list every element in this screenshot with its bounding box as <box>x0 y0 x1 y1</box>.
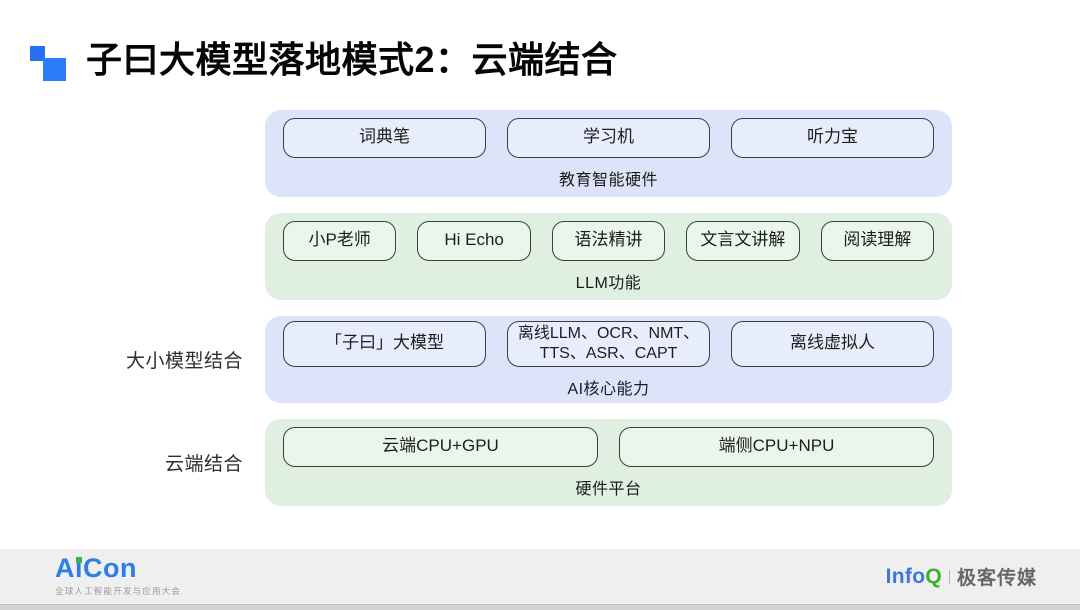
title-marker-icon <box>28 44 70 86</box>
pill-text: Hi Echo <box>444 230 504 250</box>
pill: Hi Echo <box>417 220 531 261</box>
pill-text: 词典笔 <box>359 127 410 147</box>
pill-text: 听力宝 <box>807 127 858 147</box>
infoq-media-name: 极客传媒 <box>956 568 1037 589</box>
pill: 「子曰」大模型 <box>283 320 486 367</box>
aicon-conference-name: 全球人工智能开发与应用大会 <box>55 586 182 596</box>
pill-text: 离线虚拟人 <box>790 333 875 353</box>
pill: 听力宝 <box>731 117 934 158</box>
pill-text: 语法精讲 <box>574 230 643 250</box>
side-label: 云端结合 <box>164 454 243 475</box>
pill-group: 云端CPU+GPU 端侧CPU+NPU <box>283 426 934 467</box>
infoq-info-text: Info <box>885 565 926 588</box>
band-label: LLM功能 <box>575 274 642 292</box>
infoq-divider <box>948 569 950 584</box>
pill-group: 「子曰」大模型 离线LLM、OCR、NMT、 TTS、ASR、CAPT 离线虚拟人 <box>283 320 934 367</box>
pill-text: TTS、ASR、CAPT <box>539 344 678 362</box>
pill-text: 离线LLM、OCR、NMT、 <box>517 324 700 342</box>
band: 「子曰」大模型 离线LLM、OCR、NMT、 TTS、ASR、CAPT 离线虚拟人 AI… <box>265 316 952 403</box>
pill: 文言文讲解 <box>686 220 800 261</box>
pill: 语法精讲 <box>551 220 666 261</box>
band: 词典笔 学习机 听力宝教育智能硬件 <box>265 110 952 197</box>
blue-square-large-icon <box>43 58 66 81</box>
pill: 离线虚拟人 <box>731 320 934 367</box>
side-label <box>0 110 265 197</box>
aicon-logo-text: AiCon <box>55 553 137 583</box>
footer-bottom-strip <box>0 604 1080 610</box>
pill-text: 小P老师 <box>308 230 371 250</box>
footer: AiCon 全球人工智能开发与应用大会 InfoQ 极客传媒 <box>0 549 1080 610</box>
pill: 阅读理解 <box>820 220 935 261</box>
pill-text: 学习机 <box>583 127 634 147</box>
band: 小P老师 Hi Echo 语法精讲 文言文讲解 阅读理解 LLM功能 <box>265 213 952 300</box>
band: 云端CPU+GPU 端侧CPU+NPU 硬件平台 <box>265 419 952 506</box>
diagram: 词典笔 学习机 听力宝教育智能硬件小P老师 Hi Echo 语法精讲 文言文讲解 阅读理解 L… <box>0 110 952 522</box>
diagram-row: 小P老师 Hi Echo 语法精讲 文言文讲解 阅读理解 LLM功能 <box>0 213 952 300</box>
aicon-i-dot-icon <box>76 557 82 563</box>
infoq-q-text: Q <box>925 565 942 588</box>
side-label <box>0 213 265 300</box>
side-label: 大小模型结合 <box>125 351 243 372</box>
pill-group: 小P老师 Hi Echo 语法精讲 文言文讲解 阅读理解 <box>283 220 935 261</box>
band-label: 教育智能硬件 <box>558 171 658 189</box>
pill: 小P老师 <box>283 220 397 261</box>
band-label: AI核心能力 <box>567 380 650 398</box>
pill: 词典笔 <box>283 117 486 158</box>
infoq-logo: InfoQ 极客传媒 <box>886 563 1037 590</box>
pill: 云端CPU+GPU <box>283 426 598 467</box>
pill: 离线LLM、OCR、NMT、 TTS、ASR、CAPT <box>507 320 710 367</box>
pill-group: 词典笔 学习机 听力宝 <box>283 117 934 158</box>
pill-text: 「子曰」大模型 <box>325 333 444 353</box>
blue-square-small-icon <box>30 46 45 61</box>
pill: 端侧CPU+NPU <box>619 426 934 467</box>
diagram-row: 词典笔 学习机 听力宝教育智能硬件 <box>0 110 952 197</box>
aicon-logo: AiCon 全球人工智能开发与应用大会 <box>55 555 181 597</box>
pill-text: 云端CPU+GPU <box>382 436 499 456</box>
band-label: 硬件平台 <box>575 480 642 498</box>
pill-text: 文言文讲解 <box>700 230 786 250</box>
infoq-logo-text: InfoQ <box>886 566 942 587</box>
pill: 学习机 <box>507 117 710 158</box>
pill-text: 端侧CPU+NPU <box>718 436 835 456</box>
diagram-row: 云端结合 云端CPU+GPU 端侧CPU+NPU 硬件平台 <box>0 419 952 506</box>
pill-text: 阅读理解 <box>843 230 912 250</box>
page-title: 子曰大模型落地模式2：云端结合 <box>86 39 618 80</box>
